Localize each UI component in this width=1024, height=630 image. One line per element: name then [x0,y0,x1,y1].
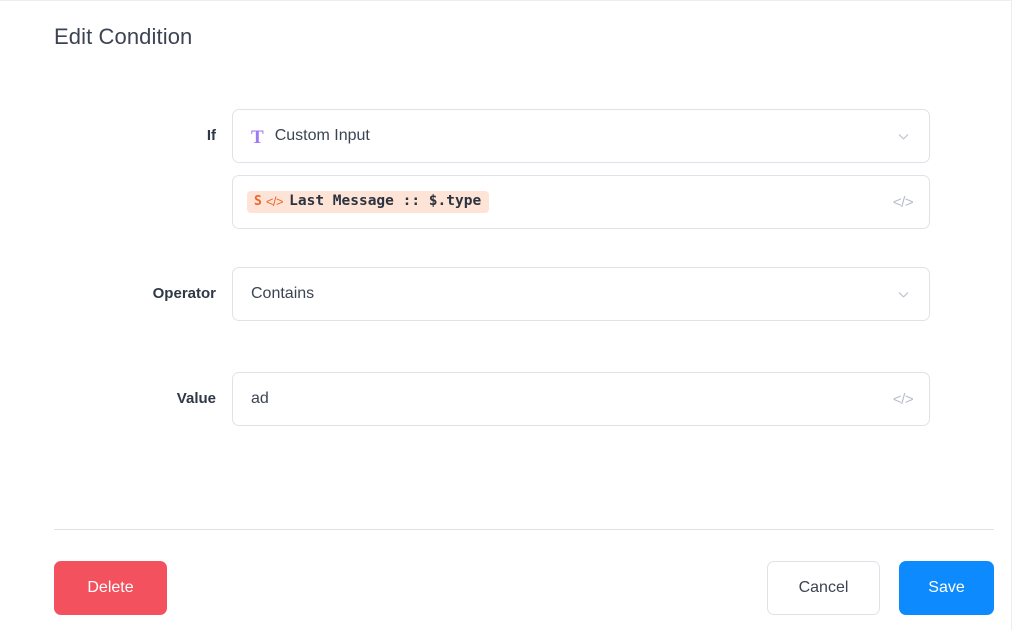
panel-right-edge [1011,0,1012,630]
value-input-value: ad [251,390,269,407]
if-row: If T Custom Input [0,109,930,163]
expression-input[interactable]: S </> Last Message :: $.type </> [232,175,930,229]
delete-button[interactable]: Delete [54,561,167,615]
footer-divider [54,529,994,530]
text-type-icon: T [251,126,264,148]
operator-row: Operator Contains [0,267,930,321]
panel-top-edge [0,0,1012,1]
value-label: Value [176,390,216,407]
if-label: If [206,127,216,144]
expression-token[interactable]: S </> Last Message :: $.type [247,191,490,213]
operator-select-value: Contains [251,285,315,302]
token-code-icon: </> [265,194,284,209]
code-icon[interactable]: </> [892,193,914,211]
if-select-value: Custom Input [274,127,370,144]
cancel-button[interactable]: Cancel [767,561,880,615]
chevron-down-icon[interactable] [893,126,913,146]
if-select[interactable]: T Custom Input [232,109,930,163]
chevron-down-icon[interactable] [893,284,913,304]
page-title: Edit Condition [54,24,193,49]
value-row: Value ad </> [0,372,930,426]
operator-label: Operator [152,285,216,302]
expression-row: S </> Last Message :: $.type </> [0,175,930,229]
token-source-badge: S [254,194,262,209]
value-input[interactable]: ad </> [232,372,930,426]
code-icon[interactable]: </> [892,390,914,408]
operator-select[interactable]: Contains [232,267,930,321]
token-text: Last Message :: $.type [289,193,482,210]
save-button[interactable]: Save [899,561,994,615]
